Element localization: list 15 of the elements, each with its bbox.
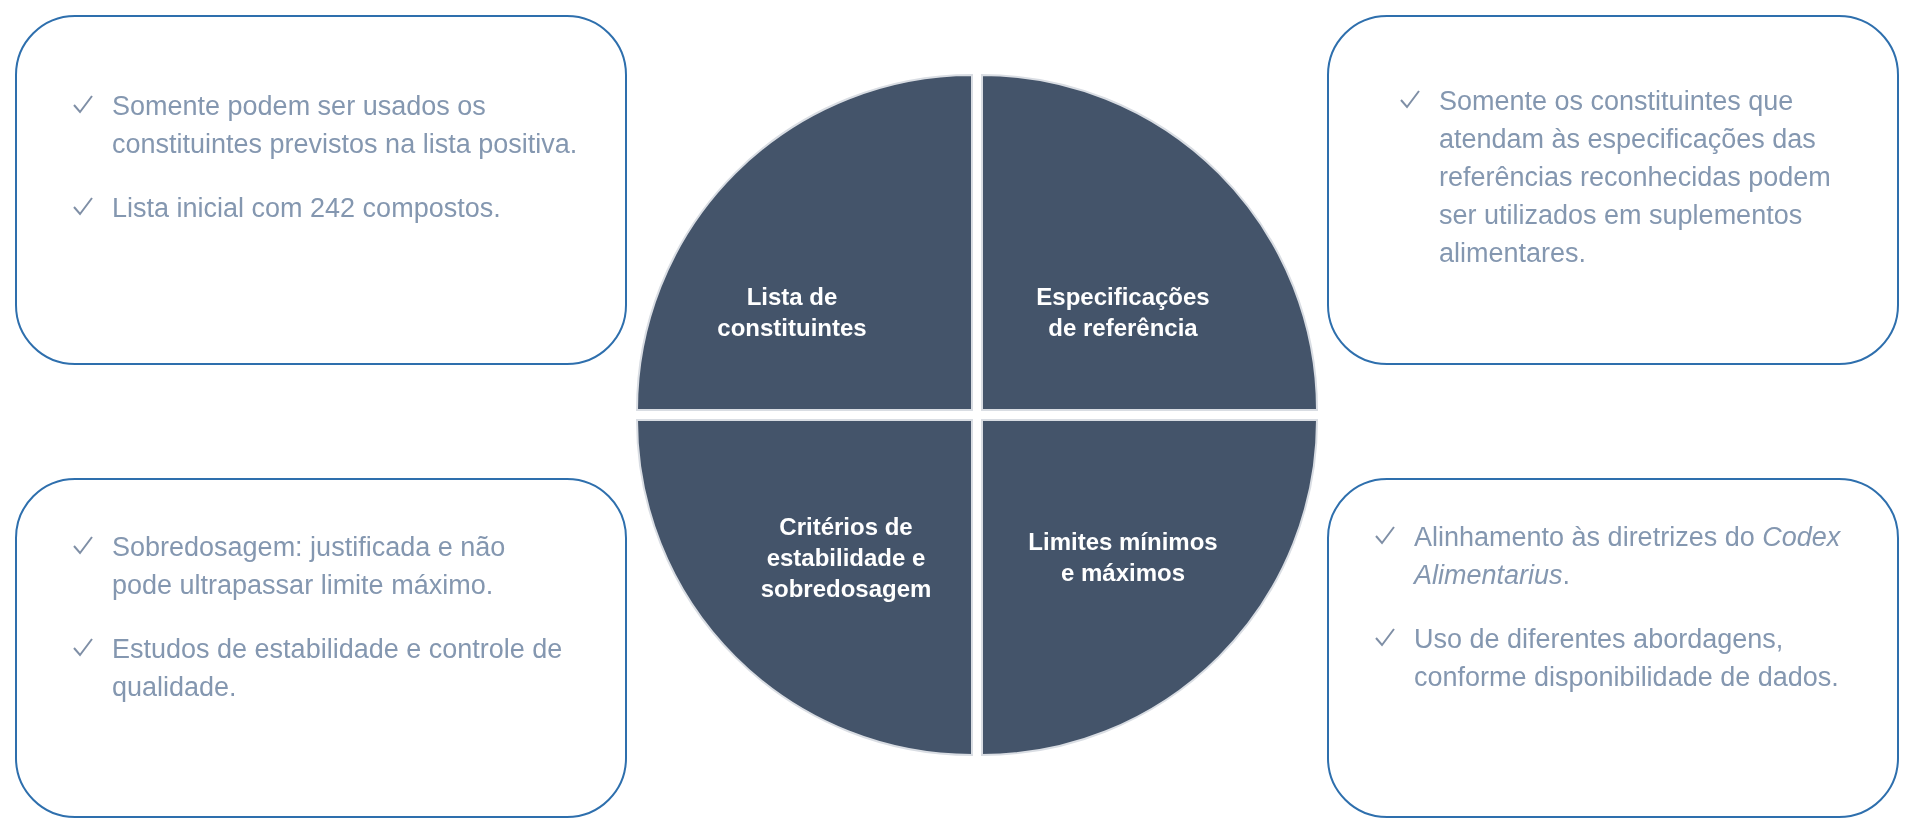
segment-label: Limites mínimos e máximos (1027, 527, 1219, 588)
rounded-panel (1327, 478, 1899, 818)
bullet-text: Somente os constituintes que atendam às especificações das referências reconhecidas podem ser utilizados em suplementos alimentares. (1439, 85, 1832, 270)
bullet-text: Alinhamento às diretrizes do Codex Alimentarius. (1414, 521, 1842, 592)
rounded-panel (1327, 15, 1899, 365)
bullet-text: Estudos de estabilidade e controle de qualidade. (112, 633, 564, 704)
bullet-text: Uso de diferentes abordagens, conforme disponibilidade de dados. (1414, 623, 1840, 694)
rounded-panel (15, 15, 627, 365)
bullet-text: Sobredosagem: justificada e não pode ultrapassar limite máximo. (112, 531, 507, 602)
segment-label: Lista de constituintes (716, 282, 868, 343)
segment-label: Critérios de estabilidade e sobredosagem (759, 511, 933, 604)
rounded-panel (15, 478, 627, 818)
bullet-text: Somente podem ser usados os constituintes previstos na lista positiva. (112, 90, 579, 161)
bullet-text: Lista inicial com 242 compostos. (112, 192, 501, 225)
segment-label: Especificações de referência (1035, 282, 1211, 343)
